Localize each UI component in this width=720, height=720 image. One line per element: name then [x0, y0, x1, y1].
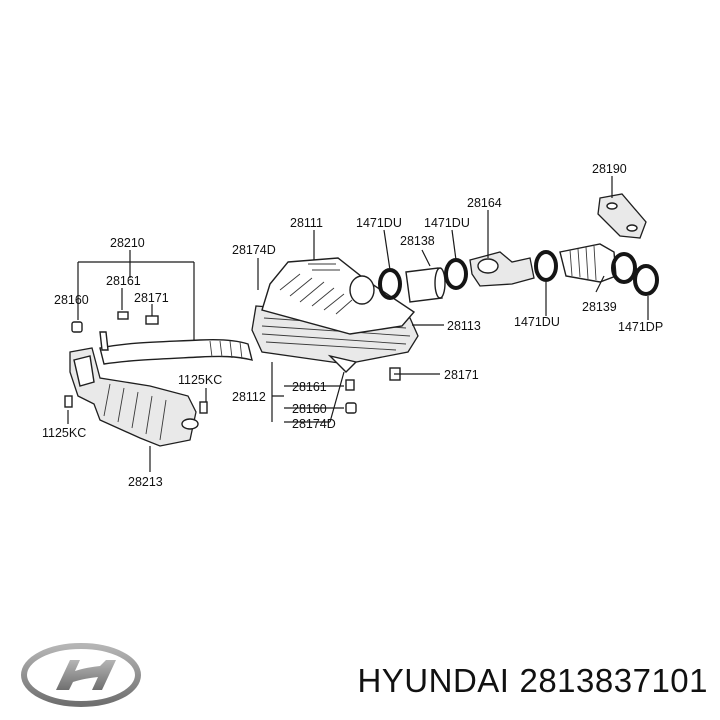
label-28161-left: 28161: [106, 274, 141, 288]
label-1125kc-left: 1125KC: [42, 426, 86, 440]
hyundai-logo-icon: [21, 643, 141, 707]
label-1471du-a: 1471DU: [356, 216, 402, 230]
label-28213: 28213: [128, 475, 163, 489]
label-28174d-bottom: 28174D: [292, 417, 336, 431]
air-cleaner-cover-28111: [261, 257, 416, 335]
label-28171-right: 28171: [444, 368, 479, 382]
brand-name: HYUNDAI: [357, 662, 510, 699]
label-28112: 28112: [232, 390, 266, 404]
part-labels: 28190 28164 28111 1471DU 1471DU 28138 28…: [42, 162, 663, 489]
label-1471dp: 1471DP: [618, 320, 663, 334]
label-28160-left: 28160: [54, 293, 89, 307]
label-28164: 28164: [467, 196, 502, 210]
label-28174d-top: 28174D: [232, 243, 276, 257]
clamps-and-hoses: [378, 243, 659, 303]
label-28161-bottom: 28161: [292, 380, 327, 394]
label-28210: 28210: [110, 236, 145, 250]
part-number: 2813837101: [519, 662, 708, 699]
label-28190: 28190: [592, 162, 627, 176]
label-28113: 28113: [447, 319, 481, 333]
label-1125kc-mid: 1125KC: [178, 373, 222, 387]
label-1471du-b: 1471DU: [424, 216, 470, 230]
label-28111: 28111: [290, 216, 323, 230]
label-28171-left: 28171: [134, 291, 169, 305]
label-28160-bottom: 28160: [292, 402, 327, 416]
intake-duct-28210: [99, 331, 253, 365]
label-1471du-c: 1471DU: [514, 315, 560, 329]
label-28139: 28139: [582, 300, 617, 314]
leader-lines: [67, 176, 649, 472]
label-28138: 28138: [400, 234, 435, 248]
resonator-28213: [69, 347, 199, 447]
bracket-28190: [597, 193, 647, 239]
